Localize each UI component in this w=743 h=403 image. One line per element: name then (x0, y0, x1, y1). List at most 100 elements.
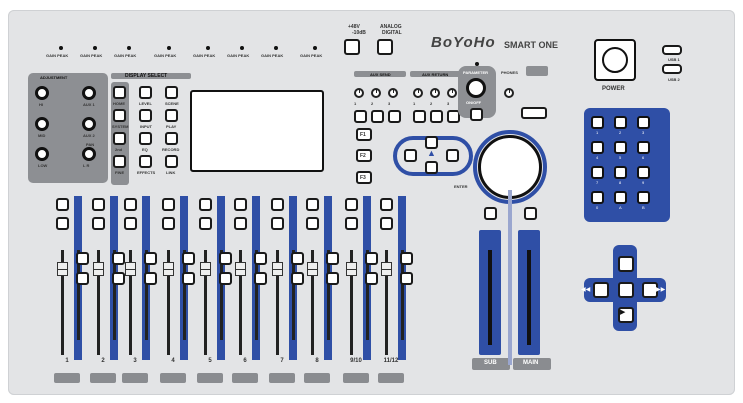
phantom-power-button[interactable] (344, 39, 360, 55)
keypad-button[interactable] (637, 116, 650, 129)
f1-button[interactable] (356, 128, 372, 141)
keypad-button[interactable] (591, 116, 604, 129)
channel-solo-button[interactable] (291, 252, 304, 265)
channel-on-button[interactable] (271, 217, 284, 230)
keypad-button[interactable] (614, 141, 627, 154)
channel-solo-button[interactable] (76, 252, 89, 265)
channel-sel-button[interactable] (124, 198, 137, 211)
input-button[interactable] (139, 109, 152, 122)
dpad-left-button[interactable] (404, 149, 417, 162)
aux-return-1-knob[interactable] (413, 88, 423, 98)
channel-sel-button[interactable] (199, 198, 212, 211)
aux-return-2-knob[interactable] (430, 88, 440, 98)
eq-button[interactable] (139, 132, 152, 145)
channel-on-button[interactable] (56, 217, 69, 230)
aux1-knob[interactable] (82, 86, 96, 100)
fader-cap[interactable] (346, 262, 357, 276)
f2-button[interactable] (356, 149, 372, 162)
parameter-on-off-button[interactable] (470, 108, 483, 121)
channel-solo-button[interactable] (326, 252, 339, 265)
aux-send-2-button[interactable] (371, 110, 384, 123)
play-button[interactable] (165, 109, 178, 122)
pan-knob[interactable] (82, 147, 96, 161)
keypad-button[interactable] (591, 141, 604, 154)
channel-on-button[interactable] (162, 217, 175, 230)
channel-on-button[interactable] (199, 217, 212, 230)
channel-on-button[interactable] (345, 217, 358, 230)
channel-solo-button[interactable] (219, 252, 232, 265)
fader-cap[interactable] (272, 262, 283, 276)
main-on-button[interactable] (524, 207, 537, 220)
link-button[interactable] (165, 155, 178, 168)
level-button[interactable] (139, 86, 152, 99)
dpad-up-button[interactable] (425, 136, 438, 149)
fader-cap[interactable] (235, 262, 246, 276)
channel-on-button[interactable] (306, 217, 319, 230)
channel-mute-button[interactable] (76, 272, 89, 285)
channel-solo-button[interactable] (112, 252, 125, 265)
channel-mute-button[interactable] (291, 272, 304, 285)
power-button[interactable] (594, 39, 636, 81)
channel-on-button[interactable] (234, 217, 247, 230)
channel-mute-button[interactable] (326, 272, 339, 285)
hi-knob[interactable] (35, 86, 49, 100)
rewind-button[interactable] (593, 282, 609, 298)
transport-up-button[interactable] (618, 256, 634, 272)
stop-button[interactable] (618, 282, 634, 298)
keypad-button[interactable] (614, 191, 627, 204)
channel-sel-button[interactable] (271, 198, 284, 211)
keypad-button[interactable] (637, 191, 650, 204)
channel-mute-button[interactable] (112, 272, 125, 285)
parameter-knob[interactable] (466, 78, 486, 98)
channel-on-button[interactable] (380, 217, 393, 230)
channel-solo-button[interactable] (182, 252, 195, 265)
mid-knob[interactable] (35, 117, 49, 131)
usb2-port[interactable] (662, 64, 682, 74)
channel-sel-button[interactable] (380, 198, 393, 211)
keypad-button[interactable] (614, 166, 627, 179)
channel-solo-button[interactable] (144, 252, 157, 265)
keypad-button[interactable] (637, 166, 650, 179)
aux-send-2-knob[interactable] (371, 88, 381, 98)
scene-button[interactable] (165, 86, 178, 99)
fader-cap[interactable] (93, 262, 104, 276)
fader-cap[interactable] (200, 262, 211, 276)
channel-on-button[interactable] (92, 217, 105, 230)
record-button[interactable] (165, 132, 178, 145)
keypad-button[interactable] (591, 166, 604, 179)
aux-send-3-button[interactable] (388, 110, 401, 123)
fader-cap[interactable] (163, 262, 174, 276)
fine-button[interactable] (113, 155, 126, 168)
analog-digital-button[interactable] (377, 39, 393, 55)
play-transport-button[interactable] (618, 307, 634, 323)
channel-solo-button[interactable] (254, 252, 267, 265)
aux2-knob[interactable] (82, 117, 96, 131)
fader-cap[interactable] (125, 262, 136, 276)
home-button[interactable] (113, 86, 126, 99)
keypad-button[interactable] (637, 141, 650, 154)
usb1-port[interactable] (662, 45, 682, 55)
aux-send-1-button[interactable] (354, 110, 367, 123)
channel-sel-button[interactable] (234, 198, 247, 211)
aux-return-3-knob[interactable] (447, 88, 457, 98)
aux-return-2-button[interactable] (430, 110, 443, 123)
fader-cap[interactable] (381, 262, 392, 276)
dpad-down-button[interactable] (425, 161, 438, 174)
channel-mute-button[interactable] (219, 272, 232, 285)
effects-button[interactable] (139, 155, 152, 168)
aux-send-1-knob[interactable] (354, 88, 364, 98)
aux-send-3-knob[interactable] (388, 88, 398, 98)
channel-sel-button[interactable] (56, 198, 69, 211)
channel-sel-button[interactable] (92, 198, 105, 211)
channel-mute-button[interactable] (182, 272, 195, 285)
channel-mute-button[interactable] (144, 272, 157, 285)
aux-return-1-button[interactable] (413, 110, 426, 123)
channel-sel-button[interactable] (345, 198, 358, 211)
fader-cap[interactable] (57, 262, 68, 276)
low-knob[interactable] (35, 147, 49, 161)
system-button[interactable] (113, 109, 126, 122)
f3-button[interactable] (356, 171, 372, 184)
dpad-right-button[interactable] (446, 149, 459, 162)
aux-return-3-button[interactable] (447, 110, 460, 123)
channel-on-button[interactable] (124, 217, 137, 230)
